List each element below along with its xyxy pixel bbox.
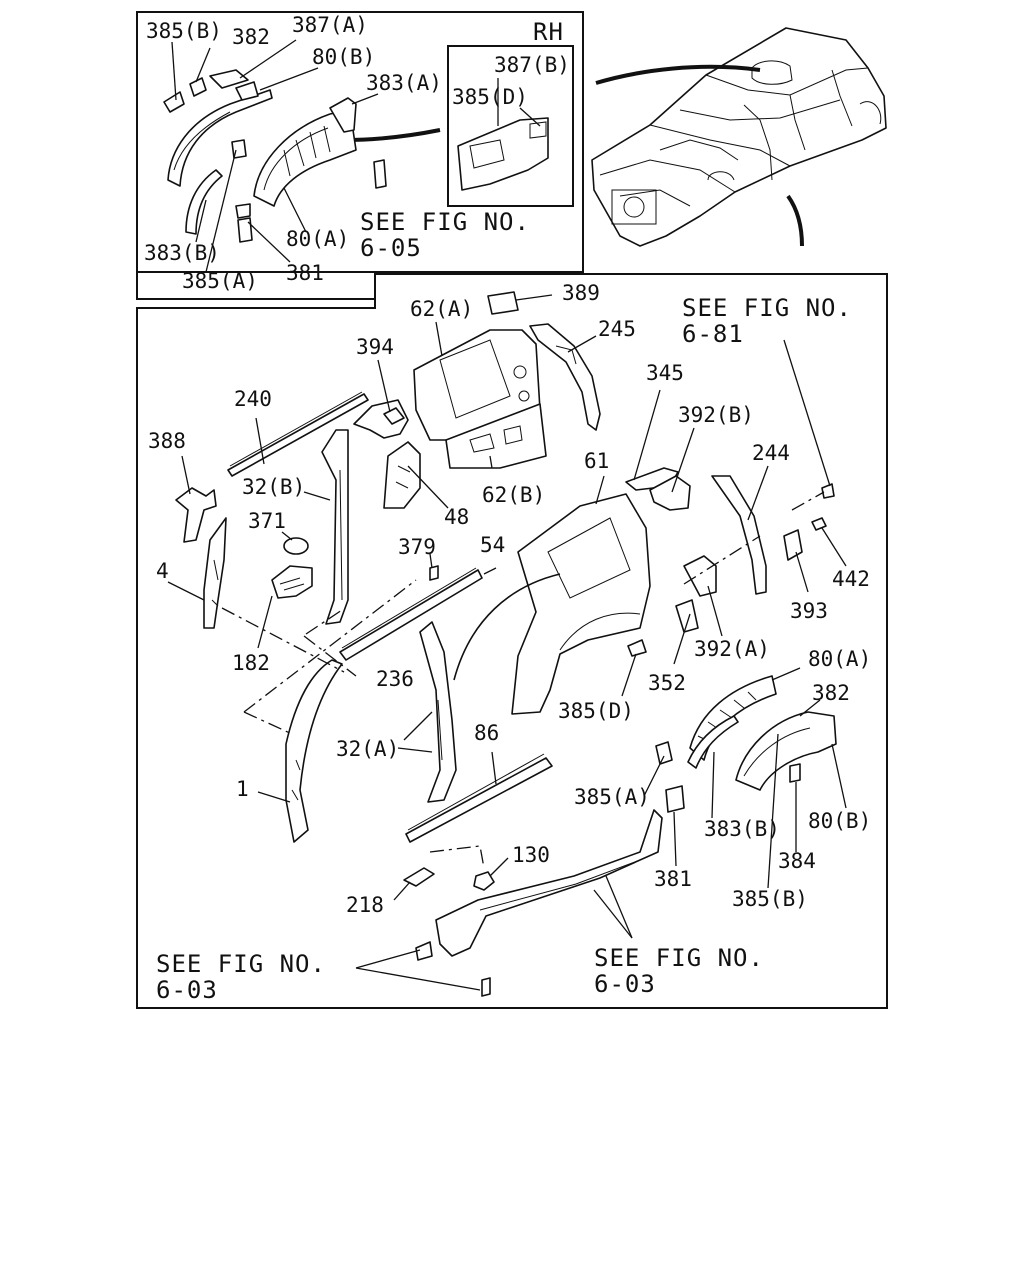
part-label: 394 — [356, 335, 394, 359]
part-label: 62(A) — [410, 297, 473, 321]
inset-label: 381 — [286, 261, 324, 285]
part-label: 62(B) — [482, 483, 545, 507]
alignment-lines — [221, 491, 825, 869]
see-fig-bottom-right: SEE FIG NO. — [594, 944, 764, 972]
inset-see-fig: SEE FIG NO. — [360, 208, 530, 236]
part-label: 182 — [232, 651, 270, 675]
part-label: 236 — [376, 667, 414, 691]
see-fig-bottom-right-number: 6-03 — [594, 970, 656, 998]
part-label: 384 — [778, 849, 816, 873]
part-label: 48 — [444, 505, 469, 529]
part-label: 245 — [598, 317, 636, 341]
inset-label: 385(D) — [452, 85, 528, 109]
see-fig-top-number: 6-81 — [682, 320, 744, 348]
see-fig-bottom-left-number: 6-03 — [156, 976, 218, 1004]
part-label: 371 — [248, 509, 286, 533]
inset-label: 383(B) — [144, 241, 220, 265]
main-parts — [175, 291, 837, 997]
inset-labels: RH 385(B) 382 387(A) 80(B) 383(A) 387(B)… — [144, 13, 570, 293]
part-label: 32(B) — [242, 475, 305, 499]
rh-detail-box — [447, 45, 574, 207]
see-fig-top: SEE FIG NO. — [682, 294, 852, 322]
part-label: 1 — [236, 777, 249, 801]
inset-label: 387(B) — [494, 53, 570, 77]
part-label: 392(A) — [694, 637, 770, 661]
part-label: 385(A) — [574, 785, 650, 809]
part-label: 385(B) — [732, 887, 808, 911]
part-label: 86 — [474, 721, 499, 745]
part-label: 4 — [156, 559, 169, 583]
inset-see-fig-number: 6-05 — [360, 234, 422, 262]
main-leaders — [167, 294, 847, 991]
part-label: 381 — [654, 867, 692, 891]
part-label: 382 — [812, 681, 850, 705]
inset-parts — [163, 69, 549, 243]
part-label: 80(A) — [808, 647, 871, 671]
part-label: 385(D) — [558, 699, 634, 723]
see-fig-bottom-left: SEE FIG NO. — [156, 950, 326, 978]
inset-label: 80(B) — [312, 45, 375, 69]
part-label: 244 — [752, 441, 790, 465]
part-label: 130 — [512, 843, 550, 867]
part-label: 54 — [480, 533, 505, 557]
part-label: 389 — [562, 281, 600, 305]
part-label: 352 — [648, 671, 686, 695]
part-label: 61 — [584, 449, 609, 473]
connector-arc-inset — [344, 128, 441, 142]
connector-arc-right — [786, 194, 804, 247]
connector-arc-top — [595, 64, 761, 85]
part-label: 388 — [148, 429, 186, 453]
part-label: 442 — [832, 567, 870, 591]
inset-rh-label: RH — [533, 18, 564, 46]
inset-leaders — [171, 39, 541, 273]
part-label: 218 — [346, 893, 384, 917]
inset-label: 383(A) — [366, 71, 442, 95]
main-frame — [136, 273, 888, 1009]
inset-frame — [136, 11, 584, 273]
vehicle-body-overview — [591, 27, 887, 247]
part-label: 392(B) — [678, 403, 754, 427]
part-label: 240 — [234, 387, 272, 411]
inset-label: 385(B) — [146, 19, 222, 43]
inset-label: 385(A) — [182, 269, 258, 293]
inset-label: 387(A) — [292, 13, 368, 37]
part-label: 345 — [646, 361, 684, 385]
main-labels: 389 62(A) 245 394 345 240 392(B) 388 244… — [148, 281, 871, 1004]
part-label: 80(B) — [808, 809, 871, 833]
part-label: 383(B) — [704, 817, 780, 841]
part-label: 379 — [398, 535, 436, 559]
part-label: 393 — [790, 599, 828, 623]
part-label: 32(A) — [336, 737, 399, 761]
inset-label: 80(A) — [286, 227, 349, 251]
inset-label: 382 — [232, 25, 270, 49]
